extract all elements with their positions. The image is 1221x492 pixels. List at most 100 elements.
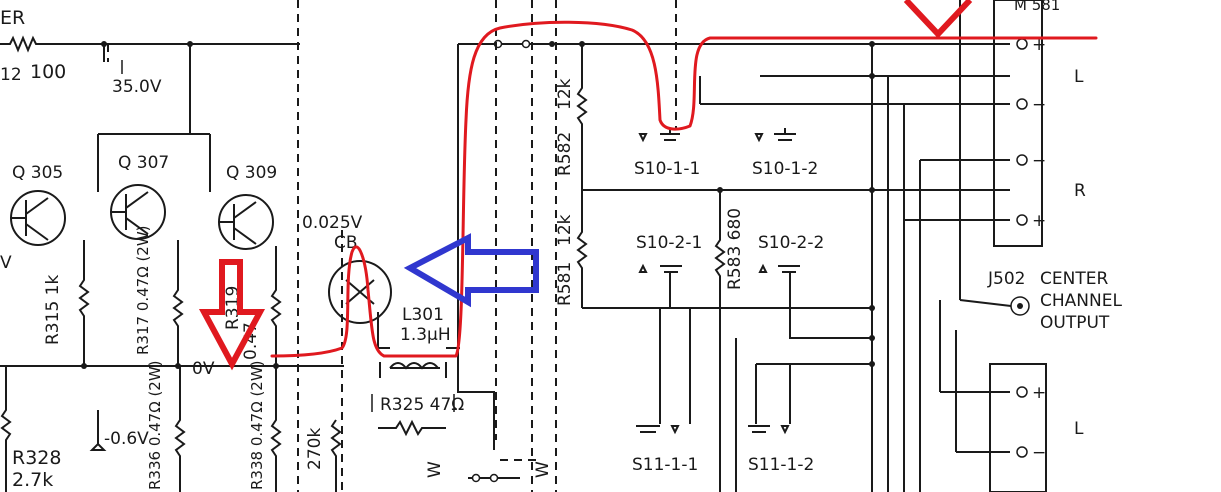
top-rail-wire — [0, 35, 300, 53]
label-minus: − — [1032, 443, 1046, 463]
label-j502: J502 — [987, 269, 1025, 289]
label-plus: + — [1032, 383, 1046, 403]
wire — [959, 299, 1012, 307]
terminal-plus-r — [1016, 214, 1028, 226]
resistor-lower-left — [0, 366, 12, 492]
resistor-r317 — [172, 240, 184, 366]
switch-s10-2-2 — [758, 263, 872, 339]
label-l301: L301 — [402, 305, 444, 325]
label-r582-value: 12k — [555, 78, 575, 110]
label-l-mark: L — [1074, 67, 1084, 87]
terminal-plus-l — [1016, 38, 1028, 50]
red-signal-path-highlight — [270, 20, 1098, 358]
label-r12: 12 — [0, 65, 22, 85]
label-bottom-w2: W — [533, 461, 553, 478]
label-m581: M 581 — [1014, 0, 1060, 14]
resistor-r325 — [378, 419, 446, 437]
label-r328-value: 2.7k — [12, 469, 53, 491]
label-r325: R325 47Ω — [380, 395, 464, 415]
resistor-r582 — [576, 44, 588, 190]
label-l301-value: 1.3μH — [400, 325, 451, 345]
junction-node — [81, 363, 87, 369]
wire — [371, 394, 455, 412]
resistor-r315 — [78, 240, 90, 366]
label-s10-2-2: S10-2-2 — [758, 233, 824, 253]
label-r100: 100 — [30, 61, 66, 83]
label-r336: R336 0.47Ω (2W) — [146, 360, 164, 490]
resistor-r583 — [714, 190, 726, 492]
terminal-minus — [1016, 446, 1028, 458]
wire — [457, 44, 495, 450]
label-q309: Q 309 — [226, 163, 277, 183]
junction-node — [549, 41, 555, 47]
switch-s11-1-1 — [636, 425, 680, 435]
label-r582: R582 — [555, 132, 575, 176]
label-270k: 270k — [305, 428, 325, 470]
output-connectors: M 581 + − − + L R + − L J502 CENTER CHAN… — [959, 0, 1122, 492]
wire — [888, 103, 1010, 221]
label-l-mark-lower: L — [1074, 419, 1084, 439]
output-terminal-block — [989, 363, 1047, 492]
label-output: OUTPUT — [1040, 313, 1110, 333]
switch-s10-1-1 — [638, 128, 680, 143]
circuit-breaker-cb — [328, 260, 392, 324]
terminal-plus — [1016, 386, 1028, 398]
annotations — [198, 0, 1098, 371]
protection-section: 0.025V CB L301 1.3μH R325 47Ω — [302, 213, 464, 492]
label-minus: − — [1032, 151, 1046, 171]
label-center: CENTER — [1040, 269, 1108, 289]
label-q307: Q 307 — [118, 153, 169, 173]
switch-s11-1-2 — [748, 425, 790, 435]
resistor-r338 — [270, 366, 282, 492]
red-down-arrow — [198, 259, 266, 371]
meter-m581 — [993, 0, 1043, 247]
diode-symbol — [89, 442, 107, 451]
resistor-r336 — [174, 366, 186, 492]
wire — [659, 308, 691, 424]
label-r581-value: 12k — [555, 214, 575, 246]
terminal — [521, 39, 531, 49]
red-top-arrow — [903, 0, 973, 39]
label-0025v: 0.025V — [302, 213, 363, 233]
label-r315: R315 1k — [43, 275, 63, 345]
label-r-mark: R — [1074, 181, 1086, 201]
inductor-coil — [389, 362, 439, 370]
blue-left-arrow — [403, 233, 539, 308]
label-0v: 0V — [192, 359, 215, 379]
jack-center — [1017, 303, 1023, 309]
label-r328: R328 — [12, 447, 61, 469]
speaker-switch-network: W W 12k R582 12k R581 R583 680 S10-1-1 — [425, 0, 1010, 492]
resistor-270k — [330, 419, 342, 492]
label-neg06v: -0.6V — [104, 429, 149, 449]
terminal-minus-r — [1016, 154, 1028, 166]
label-er: ER — [0, 7, 25, 29]
label-35v: 35.0V — [112, 77, 162, 97]
label-s10-2-1: S10-2-1 — [636, 233, 702, 253]
terminal — [489, 473, 499, 483]
wire — [755, 363, 872, 424]
terminal — [471, 473, 481, 483]
label-minus: − — [1032, 95, 1046, 115]
resistor-r581 — [576, 190, 588, 308]
label-channel: CHANNEL — [1040, 291, 1122, 311]
label-s10-1-2: S10-1-2 — [752, 159, 818, 179]
wire — [939, 300, 1010, 453]
switch-s10-2-1 — [638, 263, 682, 308]
transistor-q305 — [10, 190, 66, 246]
label-s11-1-1: S11-1-1 — [632, 455, 698, 475]
terminal-minus-l — [1016, 98, 1028, 110]
label-bottom-w1: W — [425, 461, 445, 478]
label-q305: Q 305 — [12, 163, 63, 183]
label-cb: CB — [334, 233, 358, 253]
label-plus: + — [1032, 211, 1046, 231]
label-s11-1-2: S11-1-2 — [748, 455, 814, 475]
label-left-v: V — [0, 253, 12, 273]
label-s10-1-1: S10-1-1 — [634, 159, 700, 179]
resistor-r319 — [270, 246, 282, 366]
transistor-q309 — [218, 194, 274, 250]
label-r317: R317 0.47Ω (2W) — [134, 225, 152, 355]
label-r583: R583 680 — [725, 208, 745, 290]
transistor-q307 — [110, 184, 166, 240]
label-r581: R581 — [555, 262, 575, 306]
